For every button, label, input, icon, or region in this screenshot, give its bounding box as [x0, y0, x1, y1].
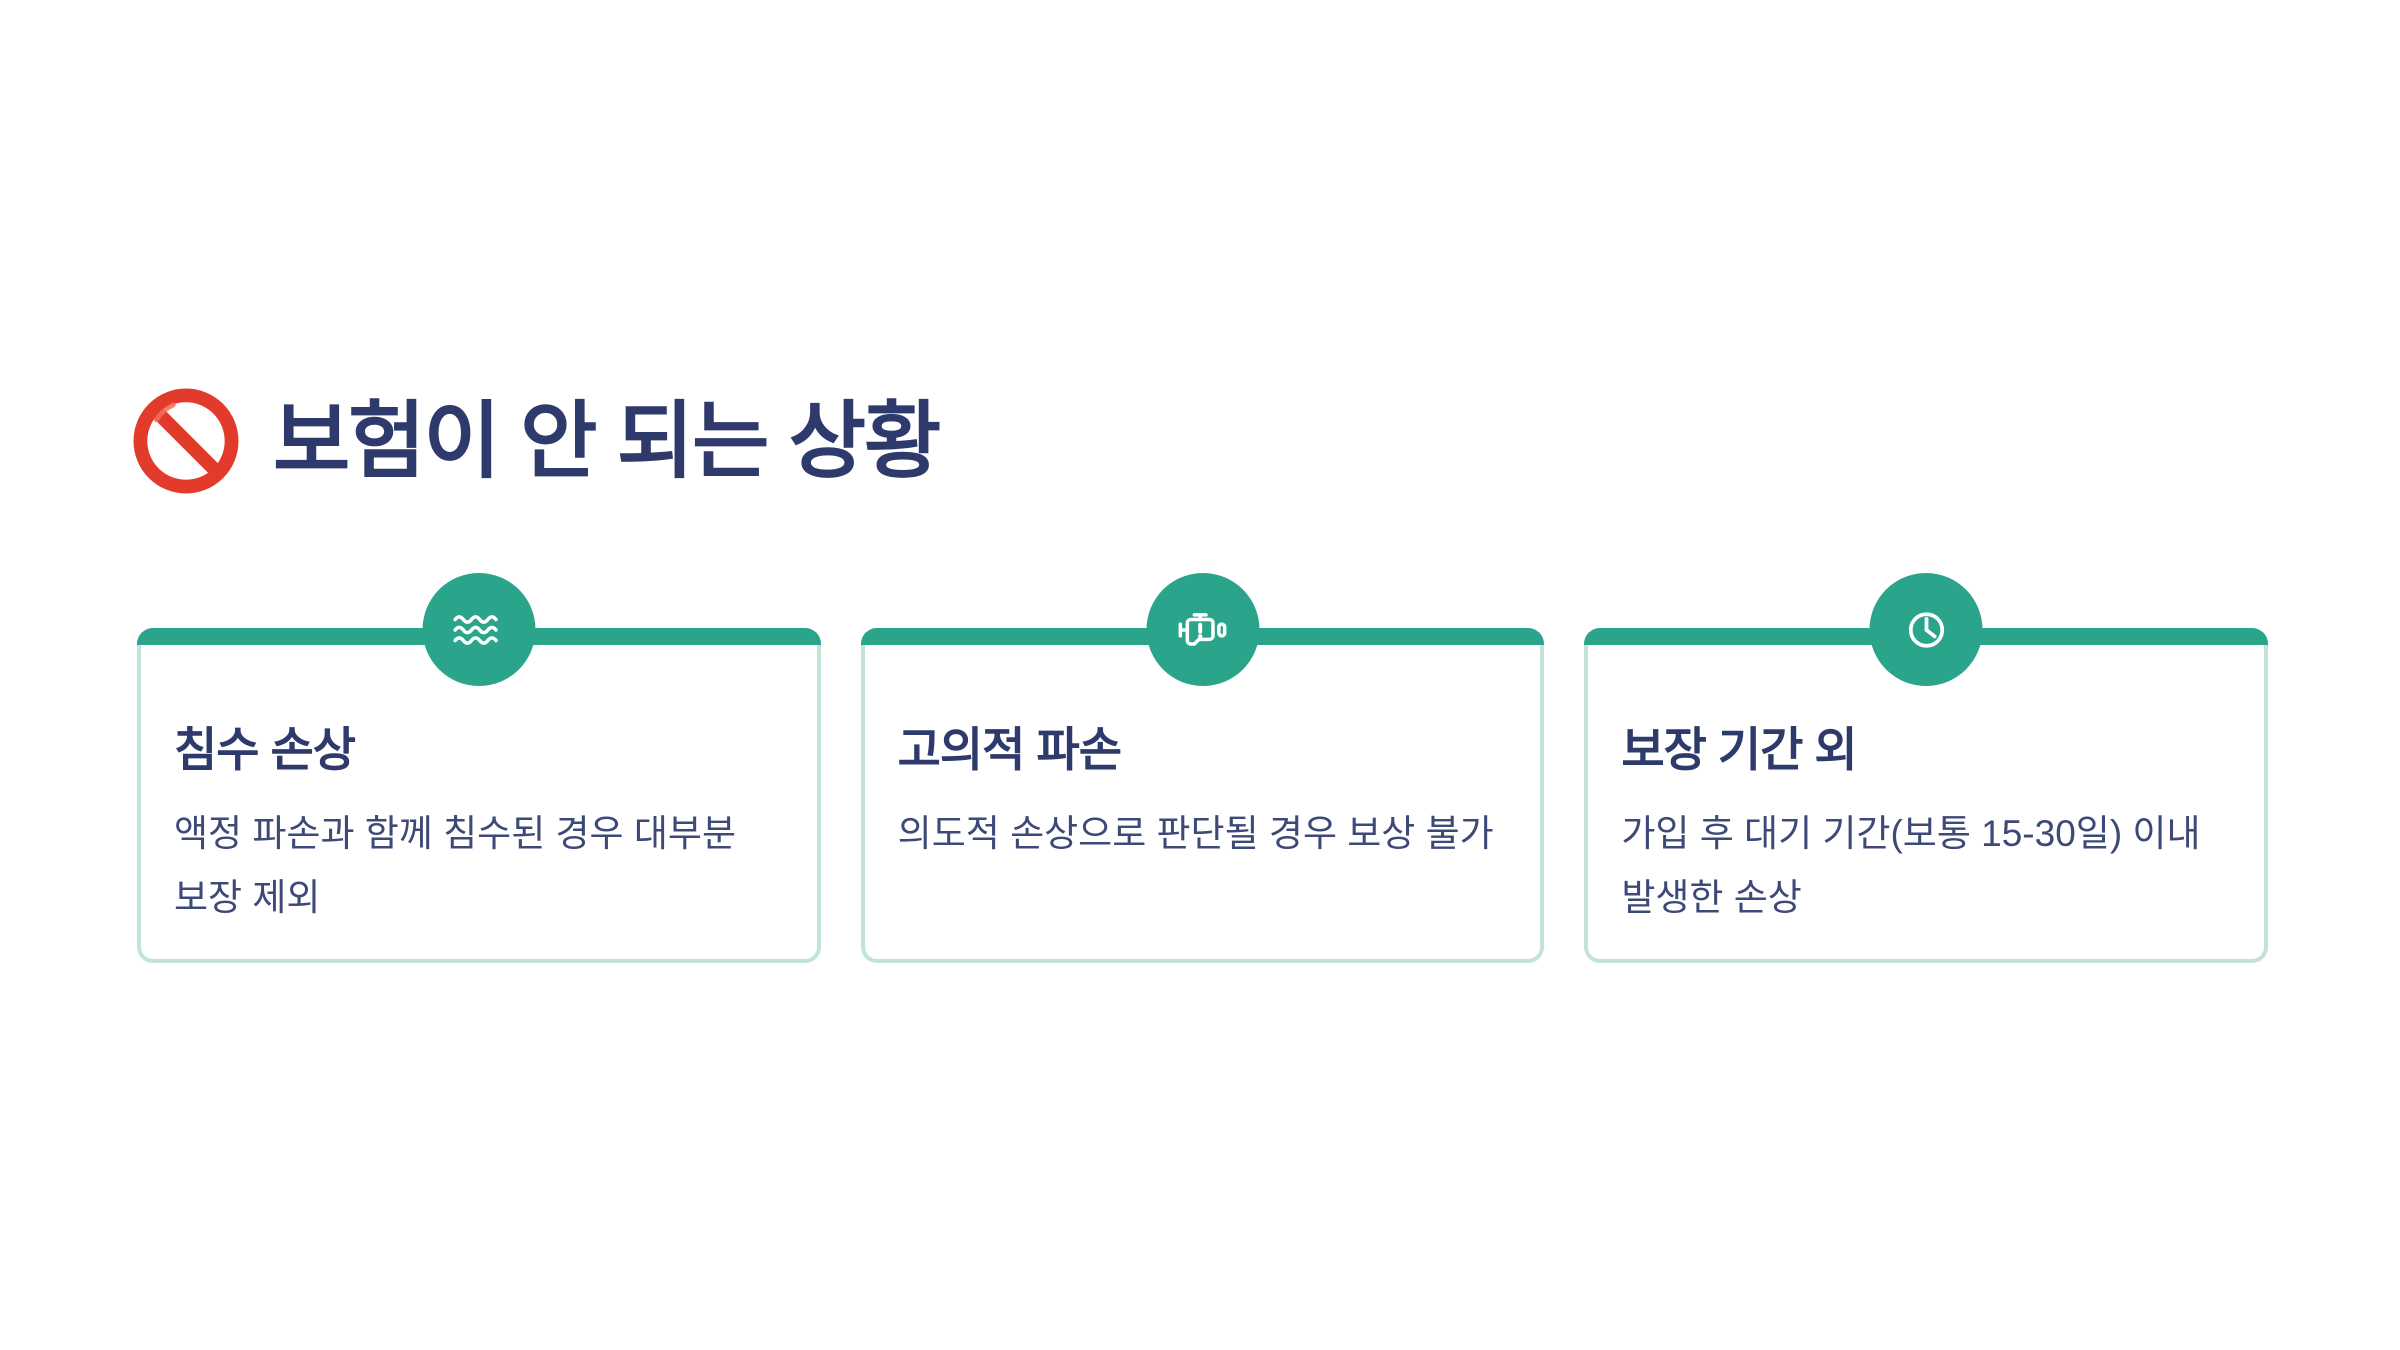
- card-description: 액정 파손과 함께 침수된 경우 대부분 보장 제외: [174, 813, 736, 919]
- card-content: 고의적 파손 의도적 손상으로 판단될 경우 보상 불가: [861, 628, 1545, 866]
- engine-warning-icon: [1146, 573, 1259, 686]
- card-content: 침수 손상 액정 파손과 함께 침수된 경우 대부분 보장 제외: [137, 628, 821, 930]
- card-title: 고의적 파손: [897, 723, 1122, 776]
- card-water-damage: 침수 손상 액정 파손과 함께 침수된 경우 대부분 보장 제외: [137, 573, 821, 963]
- no-entry-icon: [133, 388, 239, 494]
- card-description: 의도적 손상으로 판단될 경우 보상 불가: [897, 813, 1494, 855]
- clock-icon: [1869, 573, 1983, 686]
- page-title: 보험이 안 되는 상황: [273, 393, 941, 488]
- card-content: 보장 기간 외 가입 후 대기 기간(보통 15-30일) 이내 발생한 손상: [1584, 628, 2268, 930]
- card-row: 침수 손상 액정 파손과 함께 침수된 경우 대부분 보장 제외 고의적 파손 …: [137, 573, 2269, 963]
- card-title: 침수 손상: [174, 723, 356, 776]
- waves-icon: [422, 573, 536, 686]
- card-outside-coverage-period: 보장 기간 외 가입 후 대기 기간(보통 15-30일) 이내 발생한 손상: [1584, 573, 2269, 963]
- card-description: 가입 후 대기 기간(보통 15-30일) 이내 발생한 손상: [1621, 813, 2201, 919]
- card-intentional-damage: 고의적 파손 의도적 손상으로 판단될 경우 보상 불가: [860, 573, 1545, 963]
- card-title: 보장 기간 외: [1621, 723, 1857, 776]
- page-header: 보험이 안 되는 상황: [133, 388, 941, 494]
